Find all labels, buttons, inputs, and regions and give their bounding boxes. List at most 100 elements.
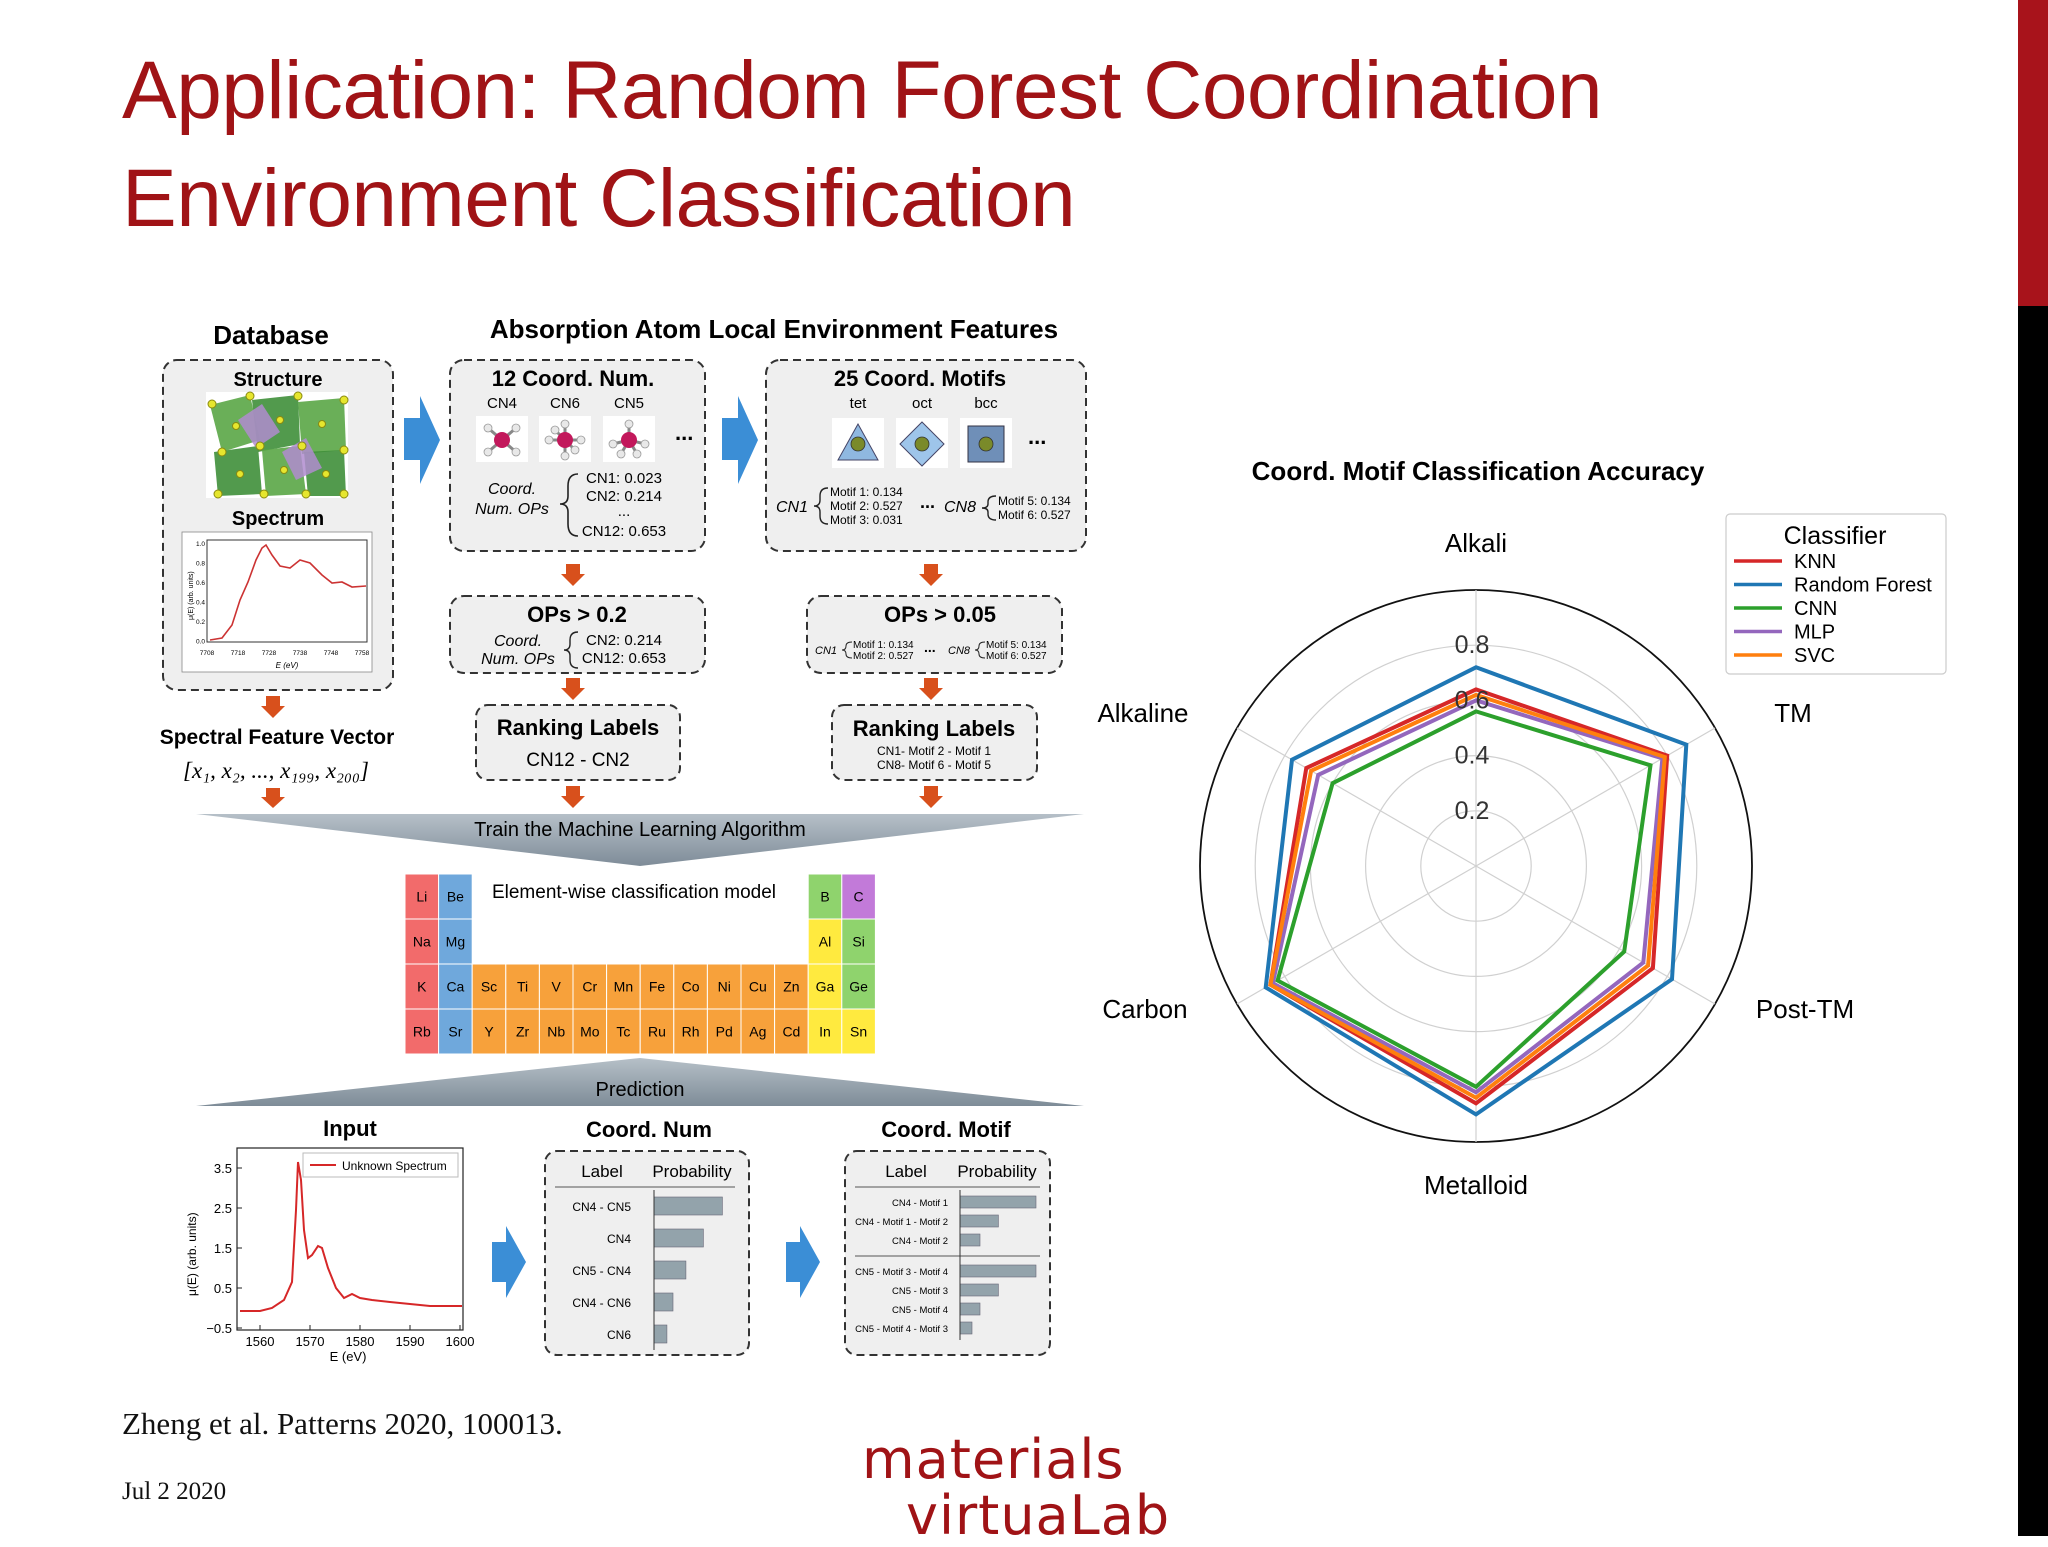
element-cell: Nb <box>538 1008 574 1055</box>
ranking-right-value: CN1- Motif 2 - Motif 1 <box>877 744 991 758</box>
spectrum-yticks: 1.00.80.60.40.20.0 <box>196 541 205 646</box>
legend-label: KNN <box>1794 551 1836 573</box>
element-cell: Mn <box>606 963 641 1010</box>
element-cell: Ge <box>841 963 876 1010</box>
element-symbol: Mo <box>580 1024 600 1040</box>
element-cell: Rb <box>404 1008 440 1055</box>
prediction-banner-shape <box>196 1058 1084 1106</box>
spectrum-ytick-label: 0.2 <box>196 619 205 626</box>
radar-r-tick-label: 0.2 <box>1455 797 1490 825</box>
arrow-down-cn-3 <box>561 786 585 808</box>
element-symbol: Ti <box>517 979 528 995</box>
motif-prediction-label: CN4 - Motif 2 <box>892 1236 948 1247</box>
element-cell: V <box>538 963 574 1010</box>
ops-right-cn8-value: Motif 6: 0.527 <box>986 651 1047 662</box>
radar-axis-label: Carbon <box>1102 994 1187 1024</box>
radar-axis-label: TM <box>1774 698 1812 728</box>
element-cell: Sc <box>471 963 507 1010</box>
radar-axis-label: Alkali <box>1445 528 1507 558</box>
element-cell: C <box>841 873 876 920</box>
motif-polyhedron-icon <box>960 418 1012 468</box>
blue-arrow-right-2 <box>722 396 758 484</box>
element-symbol: Sn <box>850 1024 867 1040</box>
element-cell: Cu <box>740 963 776 1010</box>
legend-entry: CNN <box>1734 598 1837 620</box>
motif-prediction-row: CN5 - Motif 4 <box>892 1302 981 1316</box>
ranking-left-box <box>475 704 681 781</box>
coord-motif-heading: 25 Coord. Motifs <box>834 366 1006 391</box>
motif-prediction-label: CN5 - Motif 3 <box>892 1286 948 1297</box>
motif-prediction-bar <box>959 1214 999 1228</box>
motif-polyhedron-icon <box>896 418 948 468</box>
cn-table-col-label: Label <box>581 1162 623 1181</box>
element-cell: Tc <box>606 1008 641 1055</box>
element-symbol: Mn <box>614 979 633 995</box>
ops-left-brace <box>563 631 579 669</box>
radar-series-line <box>1263 665 1689 1117</box>
structure-label: Structure <box>234 369 323 391</box>
element-symbol: Sr <box>448 1024 462 1040</box>
spectrum-ytick-label: 1.0 <box>196 541 205 548</box>
radar-axis-label: Metalloid <box>1424 1170 1528 1200</box>
element-symbol: Ni <box>718 979 731 995</box>
motif-prediction-row: CN5 - Motif 3 <box>892 1283 999 1297</box>
database-heading: Database <box>213 320 329 350</box>
element-symbol: Zr <box>516 1024 530 1040</box>
cn8-motif-value: Motif 5: 0.134 <box>998 494 1071 508</box>
arrow-down-cn-2 <box>561 678 585 700</box>
cn1-brace <box>813 487 829 525</box>
input-xlabel: E (eV) <box>330 1349 367 1364</box>
element-symbol: Al <box>819 934 831 950</box>
radar-axis-label: Post-TM <box>1756 994 1854 1024</box>
element-symbol: Ge <box>849 979 868 995</box>
motif-prediction-row: CN5 - Motif 3 - Motif 4 <box>855 1264 1037 1278</box>
motif-mid-ellipsis: ... <box>920 492 935 512</box>
element-cell: Y <box>471 1008 507 1055</box>
legend-label: MLP <box>1794 622 1835 644</box>
spectrum-ylabel: μ(E) (arb. units) <box>188 571 195 620</box>
element-symbol: Ga <box>816 979 835 995</box>
element-cell: Ca <box>438 963 473 1010</box>
input-xtick-label: 1570 <box>296 1334 325 1349</box>
cn-prediction-row: CN4 - CN6 <box>572 1292 674 1312</box>
input-xtick-label: 1560 <box>246 1334 275 1349</box>
motif-prediction-label: CN4 - Motif 1 - Motif 2 <box>855 1217 948 1228</box>
element-cell: In <box>807 1008 843 1055</box>
legend-entry: SVC <box>1734 645 1835 667</box>
radar-r-tick-label: 0.6 <box>1455 686 1490 714</box>
legend-label: Random Forest <box>1794 575 1932 597</box>
crystal-structure-image <box>206 391 349 499</box>
spectral-feature-vector-label: Spectral Feature Vector <box>160 726 395 749</box>
cn8-brace <box>981 495 997 521</box>
arrow-down-cn-1 <box>561 564 585 586</box>
cn1-motif-value: Motif 1: 0.134 <box>830 485 903 499</box>
element-cell: Cr <box>572 963 608 1010</box>
input-ytick-label: 1.5 <box>214 1241 232 1256</box>
element-cell: Co <box>673 963 708 1010</box>
legend-label: CNN <box>1794 598 1837 620</box>
element-symbol: Cu <box>749 979 767 995</box>
element-symbol: Mg <box>446 934 465 950</box>
radar-r-tick-label: 0.8 <box>1455 631 1490 659</box>
ranking-right-value: CN8- Motif 6 - Motif 5 <box>877 758 991 772</box>
element-symbol: Cd <box>782 1024 800 1040</box>
element-cell: Ti <box>505 963 540 1010</box>
input-heading: Input <box>323 1116 377 1141</box>
slide-title-line-1: Application: Random Forest Coordination <box>122 45 1603 136</box>
motif-prediction-label: CN5 - Motif 3 - Motif 4 <box>855 1267 948 1278</box>
cn-prediction-row: CN4 - CN5 <box>572 1196 723 1216</box>
motif-icon-label: tet <box>850 395 868 412</box>
logo-line-2: virtuaLab <box>906 1484 1171 1547</box>
coord-num-result-box <box>544 1150 750 1356</box>
blue-arrow-right-3 <box>492 1226 526 1298</box>
ops-right-ellipsis: ... <box>924 639 936 655</box>
chart-title: Coord. Motif Classification Accuracy <box>1252 456 1705 486</box>
